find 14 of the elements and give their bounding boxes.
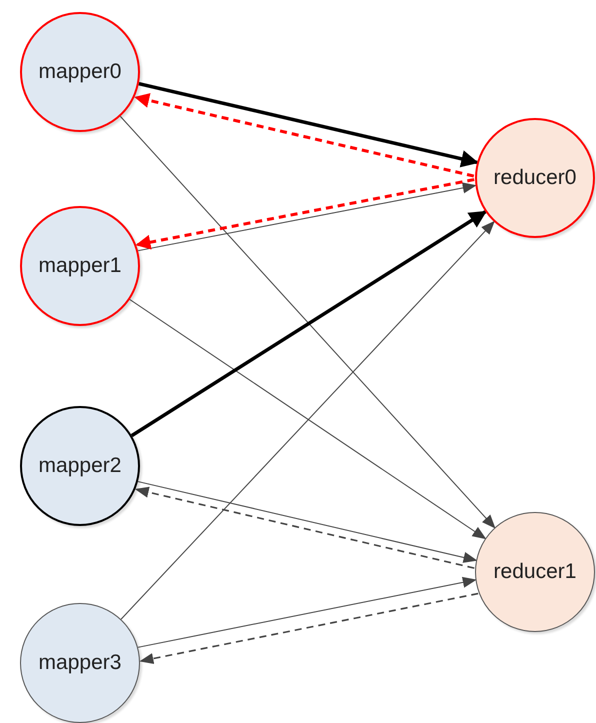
dashed-arrow — [134, 93, 474, 178]
node-label: mapper1 — [38, 254, 122, 278]
arrow — [120, 220, 495, 620]
arrow — [130, 210, 487, 438]
node-label: reducer1 — [494, 560, 576, 584]
arrow — [138, 576, 477, 648]
dashed-arrow — [139, 592, 478, 664]
node-label: mapper0 — [38, 60, 122, 84]
arrow — [138, 82, 479, 168]
node-label: reducer0 — [494, 166, 576, 190]
arrow — [129, 298, 486, 540]
node-label: mapper3 — [38, 651, 122, 675]
node-label: mapper2 — [38, 454, 122, 478]
arrow — [120, 116, 496, 529]
